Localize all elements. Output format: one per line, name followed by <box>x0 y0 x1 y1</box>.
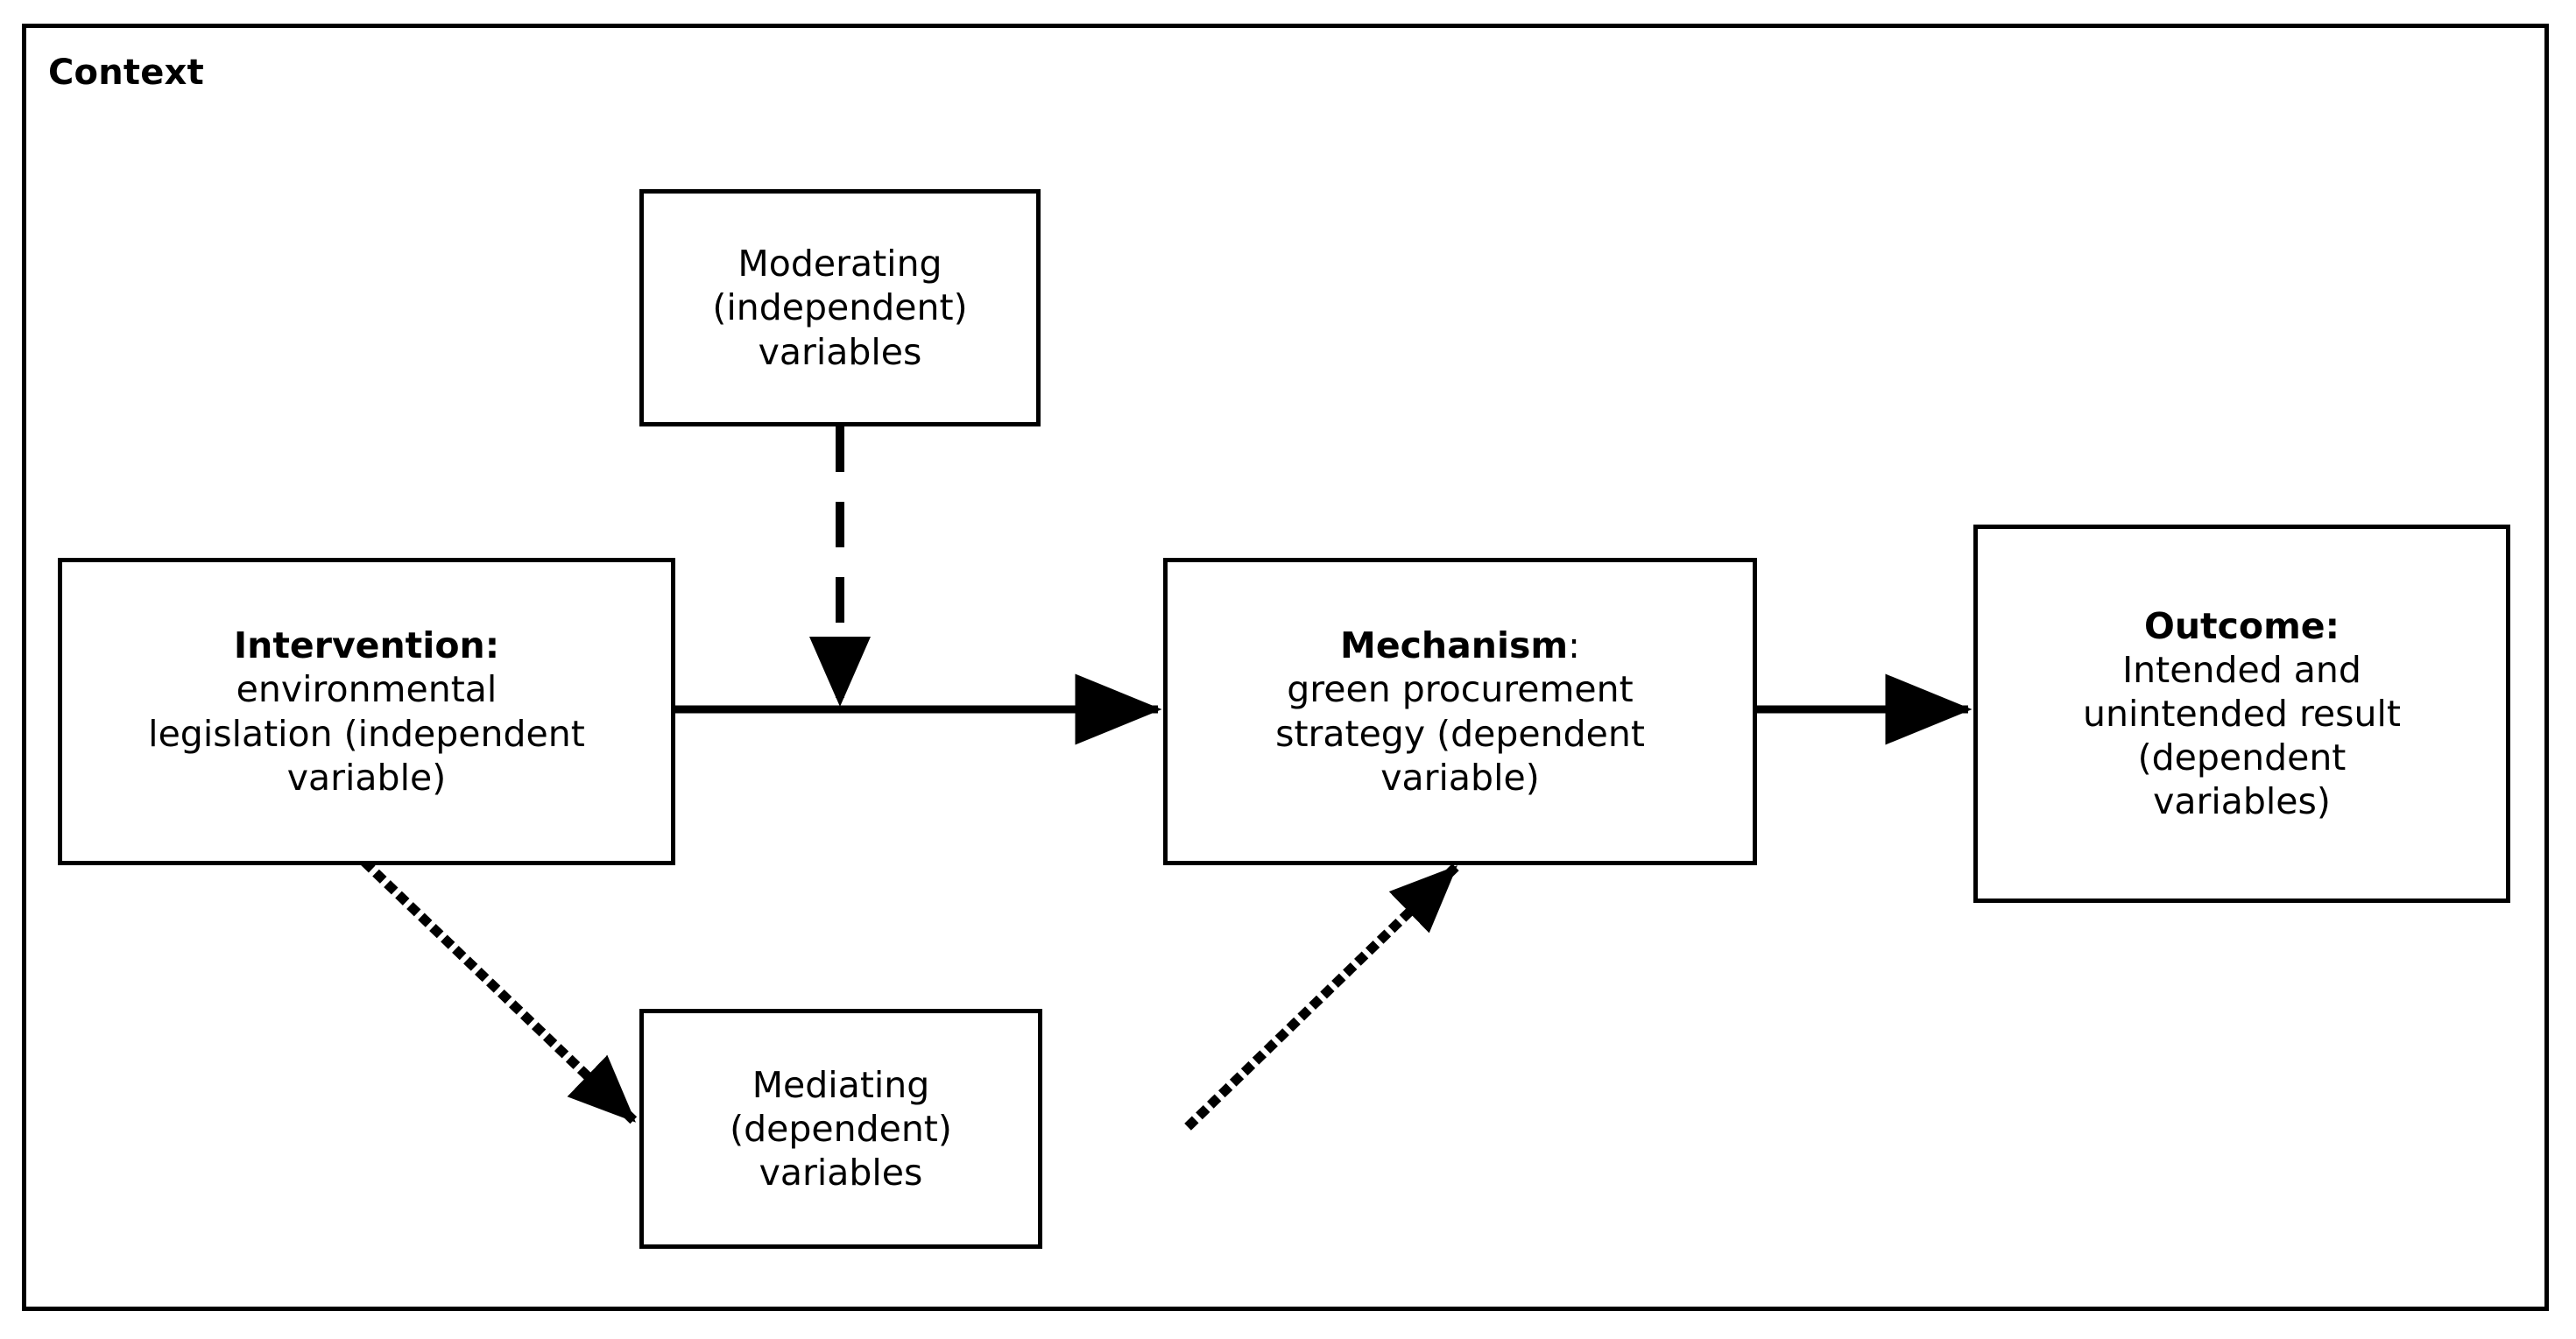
node-intervention[interactable]: Intervention: environmental legislation … <box>58 558 675 865</box>
node-mechanism-line-2: strategy (dependent <box>1275 712 1645 755</box>
node-mediating-line-3: variables <box>759 1152 923 1194</box>
node-mechanism-header-text: Mechanism <box>1340 624 1569 667</box>
node-outcome-line-2: unintended result <box>2083 692 2401 735</box>
node-moderating-line-2: (independent) <box>712 286 968 329</box>
node-outcome-line-3: (dependent <box>2137 736 2347 779</box>
context-label: Context <box>48 53 204 93</box>
node-mediating-line-2: (dependent) <box>730 1107 952 1150</box>
node-outcome-line-1: Intended and <box>2122 648 2361 691</box>
node-intervention-line-2: legislation (independent <box>148 712 585 755</box>
node-mechanism[interactable]: Mechanism: green procurement strategy (d… <box>1163 558 1757 865</box>
node-moderating-line-1: Moderating <box>738 243 942 285</box>
node-outcome-line-4: variables) <box>2153 780 2331 823</box>
node-mechanism-header: Mechanism: <box>1340 624 1580 667</box>
node-mediating-line-1: Mediating <box>752 1063 930 1106</box>
node-moderating-variables[interactable]: Moderating (independent) variables <box>639 189 1041 426</box>
node-mediating-variables[interactable]: Mediating (dependent) variables <box>639 1009 1042 1249</box>
node-mechanism-header-colon: : <box>1568 624 1580 667</box>
node-mechanism-line-3: variable) <box>1380 756 1540 799</box>
node-outcome[interactable]: Outcome: Intended and unintended result … <box>1973 525 2510 903</box>
node-intervention-line-1: environmental <box>236 668 498 711</box>
node-mechanism-line-1: green procurement <box>1287 668 1634 711</box>
node-intervention-line-3: variable) <box>286 756 447 799</box>
node-moderating-line-3: variables <box>758 330 922 373</box>
node-outcome-header: Outcome: <box>2143 604 2340 647</box>
node-intervention-header: Intervention: <box>233 624 500 667</box>
